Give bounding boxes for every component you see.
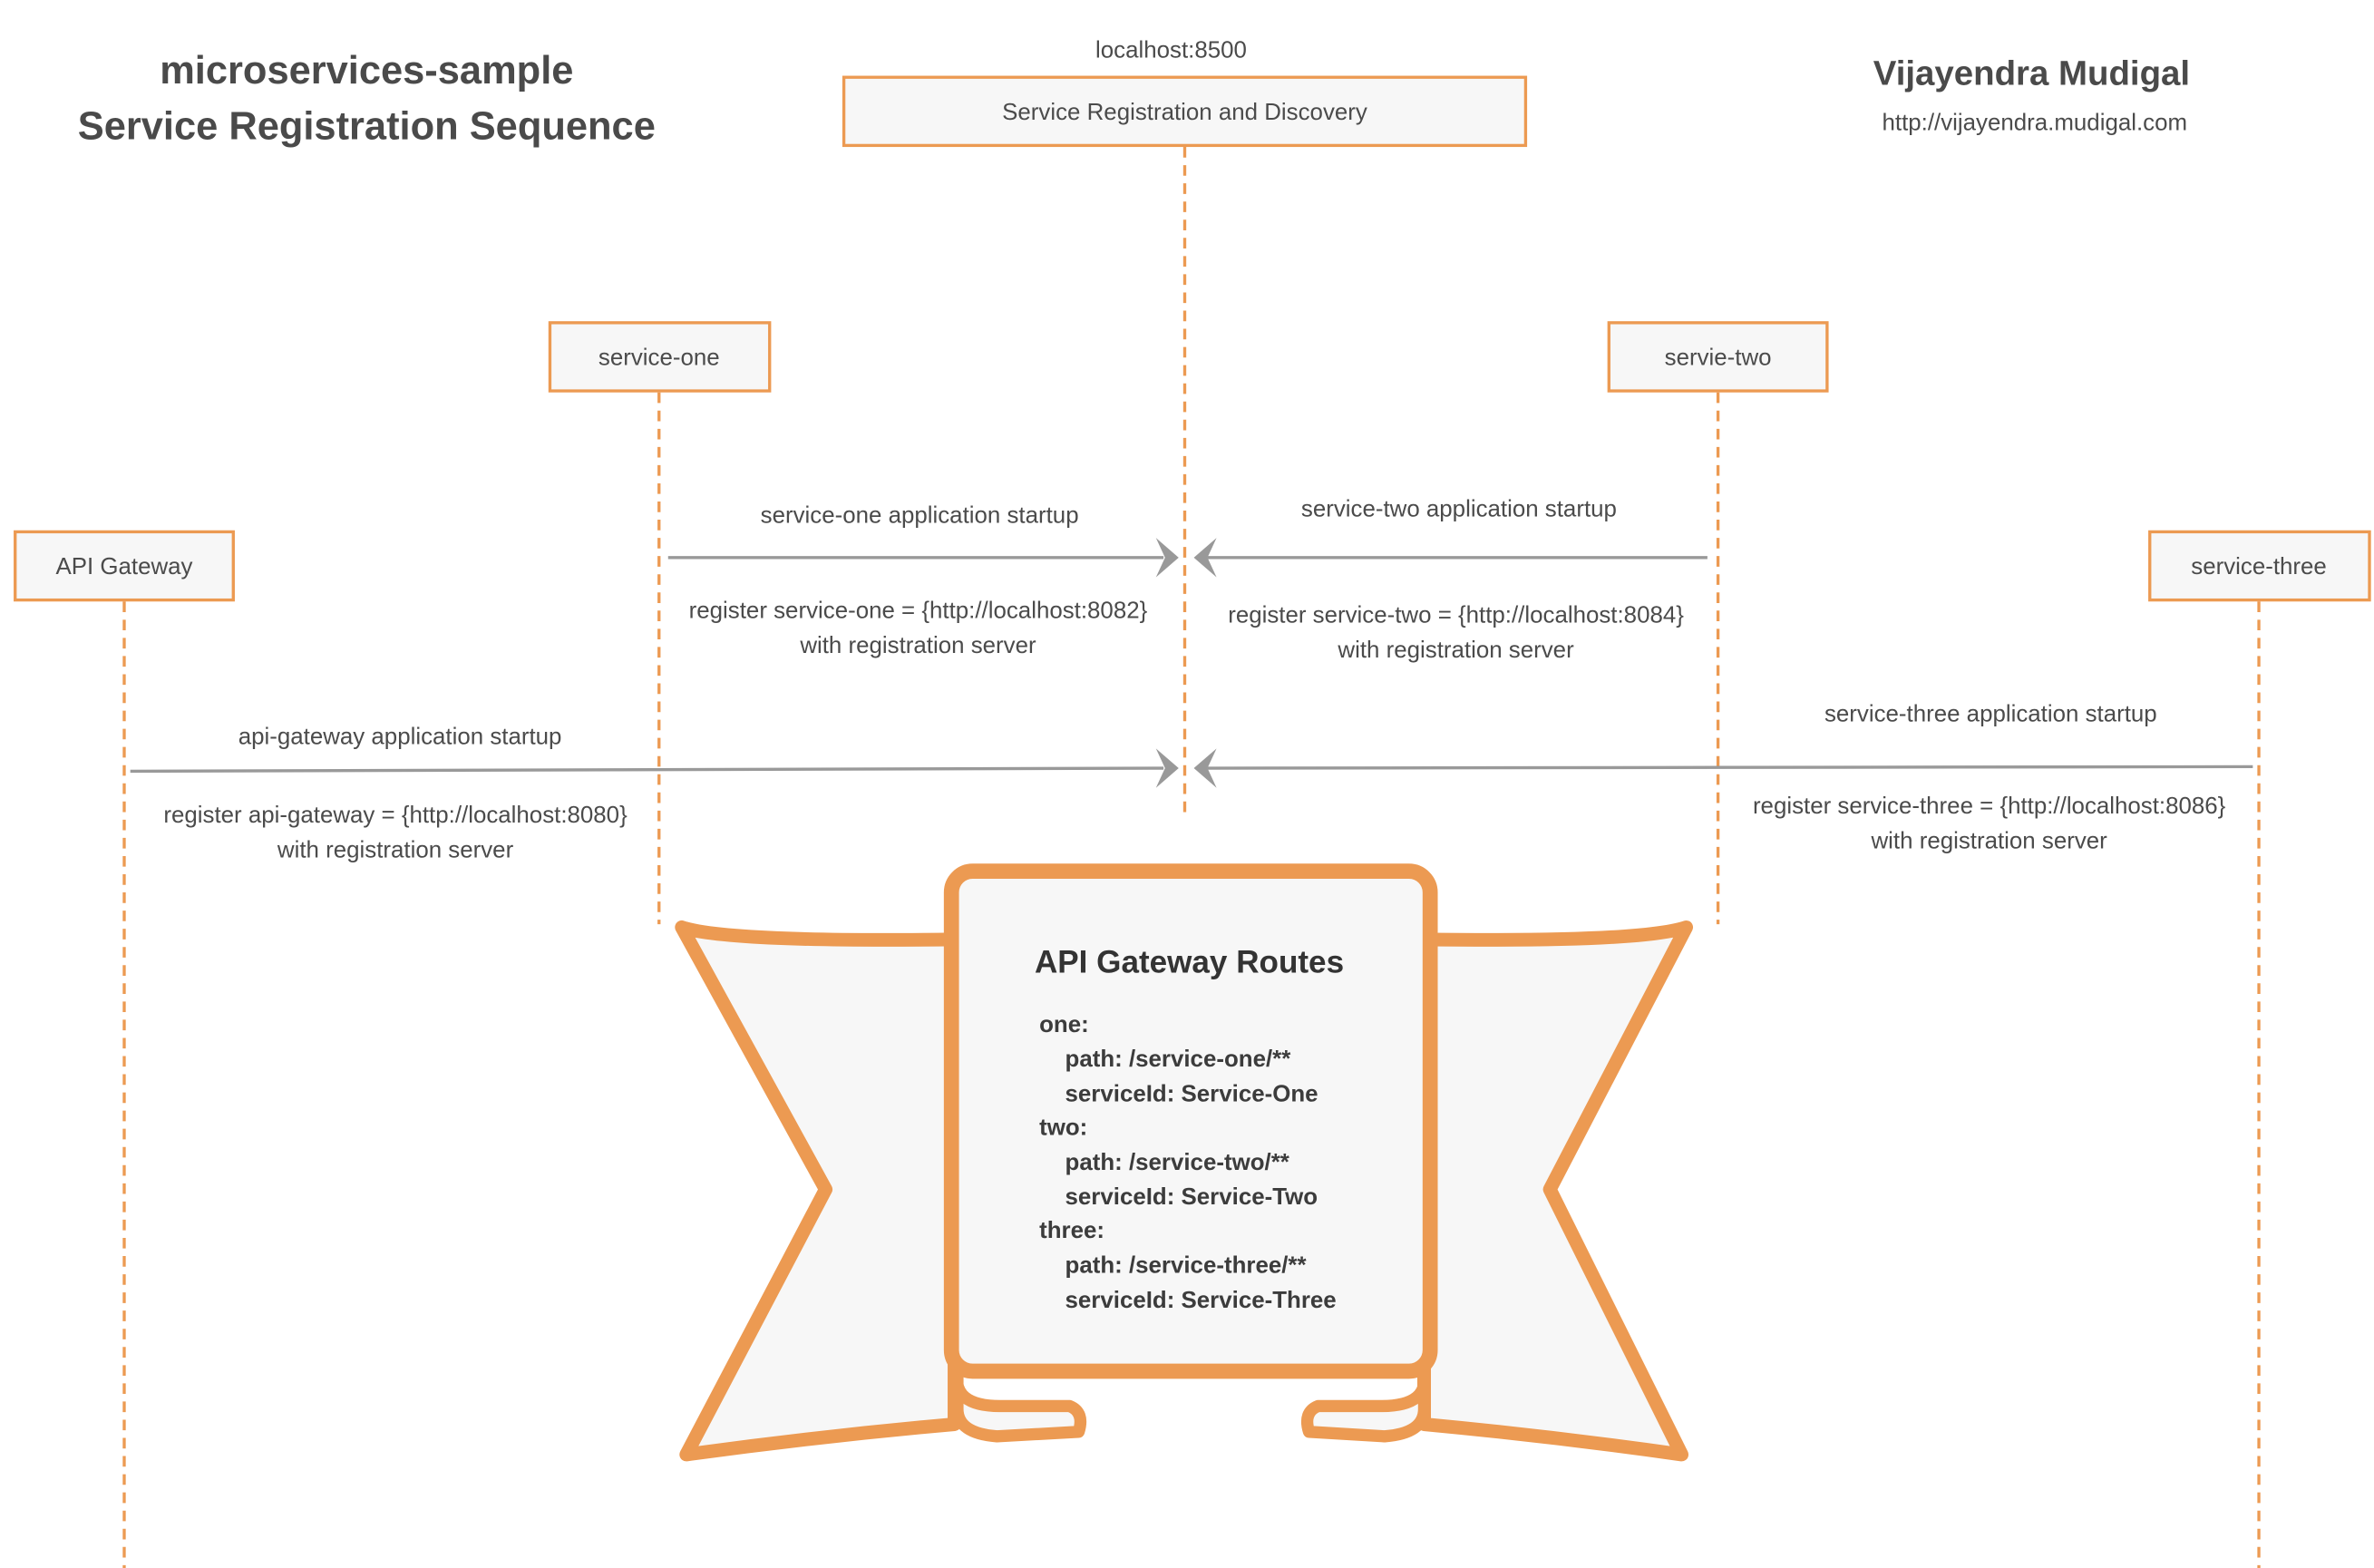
service-three-note-line2: with registration server (1871, 829, 2108, 854)
service-three-note-line1: register service-three = {http://localho… (1753, 794, 2226, 819)
api-gateway-label: API Gateway (55, 554, 192, 579)
route-line: path: /service-one/** (1065, 1047, 1292, 1072)
registry-box-label: Service Registration and Discovery (1002, 100, 1367, 125)
service-two-note-line2: with registration server (1337, 638, 1574, 663)
api-gateway-note-line1: register api-gateway = {http://localhost… (163, 803, 628, 828)
service-one-note-line1: register service-one = {http://localhost… (689, 599, 1148, 624)
route-line: serviceId: Service-Two (1065, 1184, 1318, 1210)
service-three-message-arrow (1207, 765, 2253, 770)
banner-left-fold (950, 1365, 1087, 1443)
service-two-box: servie-two (1607, 321, 1829, 393)
route-line: path: /service-three/** (1065, 1252, 1308, 1278)
registry-host-label: localhost:8500 (1095, 37, 1247, 63)
banner-center-panel (943, 863, 1438, 1379)
route-line: two: (1039, 1115, 1087, 1140)
api-gateway-box: API Gateway (14, 530, 235, 602)
service-three-label: service-three (2191, 554, 2327, 579)
api-gateway-arrowhead (1155, 748, 1179, 788)
diagram-title-line2: Service Registration Sequence (78, 105, 656, 149)
service-one-label: service-one (598, 346, 720, 371)
service-one-box: service-one (548, 321, 772, 393)
author-name: Vijayendra Mudigal (1873, 54, 2190, 93)
route-line: one: (1039, 1012, 1089, 1037)
routes-list: one: path: /service-one/** serviceId: Se… (1039, 1012, 1337, 1313)
registry-box: Service Registration and Discovery (842, 75, 1528, 148)
routes-title: API Gateway Routes (1035, 945, 1344, 980)
service-three-box: service-three (2148, 530, 2371, 602)
route-line: serviceId: Service-Three (1065, 1288, 1337, 1313)
service-one-arrowhead (1155, 538, 1179, 578)
route-line: serviceId: Service-One (1065, 1082, 1318, 1107)
banner-left-ribbon (675, 920, 962, 1462)
service-three-message-label: service-three application startup (1824, 701, 2157, 726)
service-two-note-line1: register service-two = {http://localhost… (1228, 603, 1684, 628)
api-gateway-message-arrow (130, 766, 1164, 774)
service-one-note-line2: with registration server (799, 633, 1036, 658)
service-two-message-label: service-two application startup (1301, 497, 1617, 522)
banner-right-ribbon (1416, 920, 1694, 1462)
api-gateway-message-label: api-gateway application startup (238, 724, 562, 749)
api-gateway-note-line2: with registration server (277, 838, 514, 863)
route-line: path: /service-two/** (1065, 1150, 1290, 1175)
service-one-message-label: service-one application startup (761, 502, 1079, 528)
banner-right-fold (1300, 1365, 1431, 1443)
routes-banner (675, 863, 1694, 1462)
diagram-title-line1: microservices-sample (160, 49, 573, 93)
service-two-label: servie-two (1665, 346, 1772, 371)
service-two-arrowhead (1193, 538, 1217, 578)
service-three-arrowhead (1193, 748, 1217, 788)
route-line: three: (1039, 1218, 1104, 1243)
author-url[interactable]: http://vijayendra.mudigal.com (1883, 111, 2188, 136)
